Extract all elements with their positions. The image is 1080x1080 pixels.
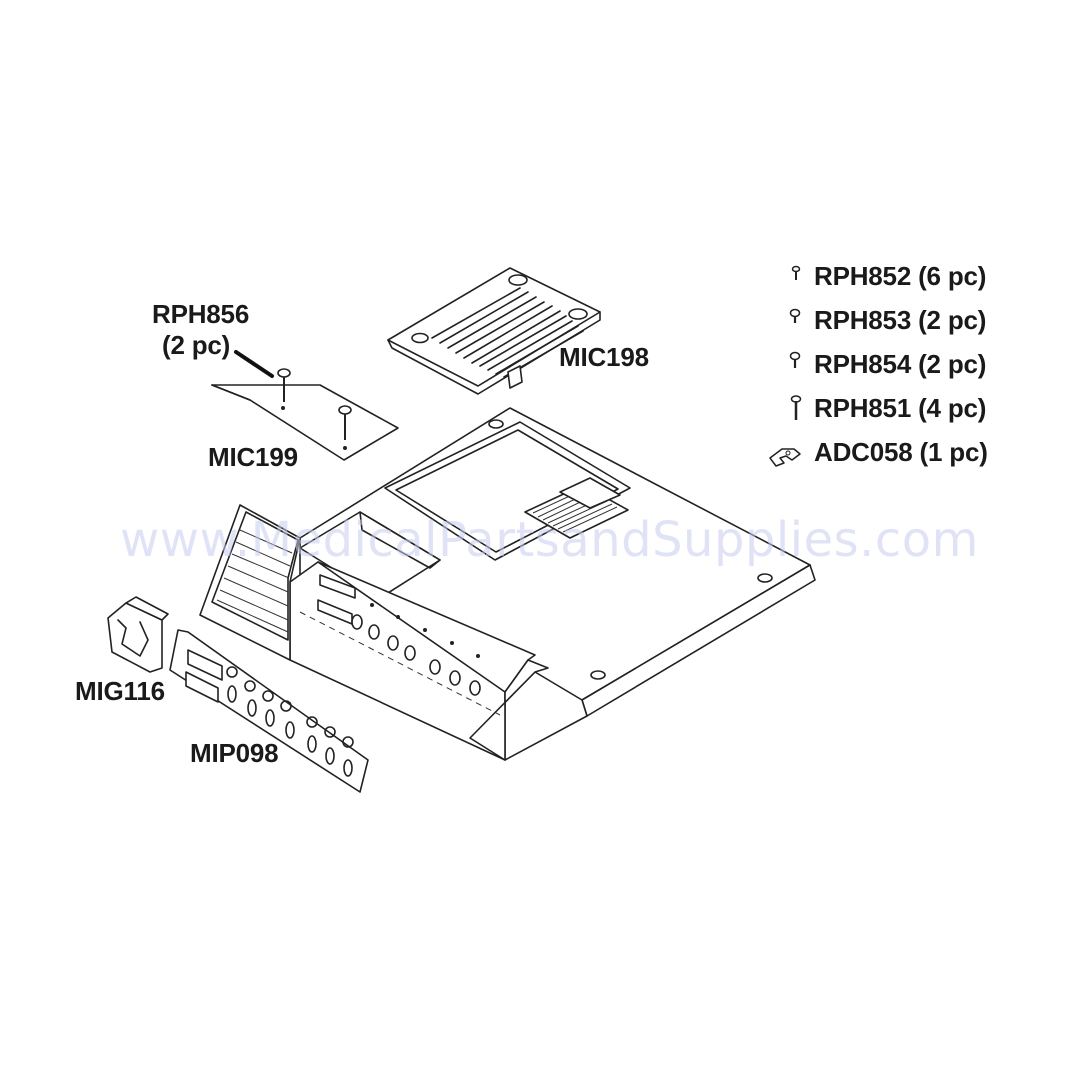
legend-item-rph852: RPH852 (6 pc)	[814, 261, 987, 291]
hardware-icons	[769, 265, 802, 467]
main-housing	[199, 407, 816, 761]
cable-clip-icon	[769, 448, 801, 467]
panel-knobs	[351, 603, 481, 696]
legend-item-adc058: ADC058 (1 pc)	[814, 437, 988, 467]
legend-item-rph853: RPH853 (2 pc)	[814, 305, 987, 335]
label-mic198: MIC198	[559, 342, 649, 372]
label-rph856-qty: (2 pc)	[162, 330, 231, 360]
mip098-overlay	[169, 629, 369, 793]
mic199-plate	[211, 384, 399, 461]
mig116-bracket	[107, 596, 169, 673]
pan-head-screw-icon	[789, 351, 801, 368]
small-screw-icon	[791, 265, 801, 280]
mic198-vent-cover	[387, 267, 601, 395]
watermark-text: www.MedicalPartsandSupplies.com	[120, 512, 979, 568]
label-mip098: MIP098	[190, 738, 279, 768]
legend-item-rph854: RPH854 (2 pc)	[814, 349, 987, 379]
label-mig116: MIG116	[75, 676, 165, 706]
pan-head-screw-icon	[789, 308, 801, 323]
label-rph856: RPH856	[152, 299, 250, 329]
legend-item-rph851: RPH851 (4 pc)	[814, 393, 987, 423]
long-screw-icon	[790, 395, 802, 420]
rph856-screws	[234, 350, 352, 440]
label-mic199: MIC199	[208, 442, 298, 472]
